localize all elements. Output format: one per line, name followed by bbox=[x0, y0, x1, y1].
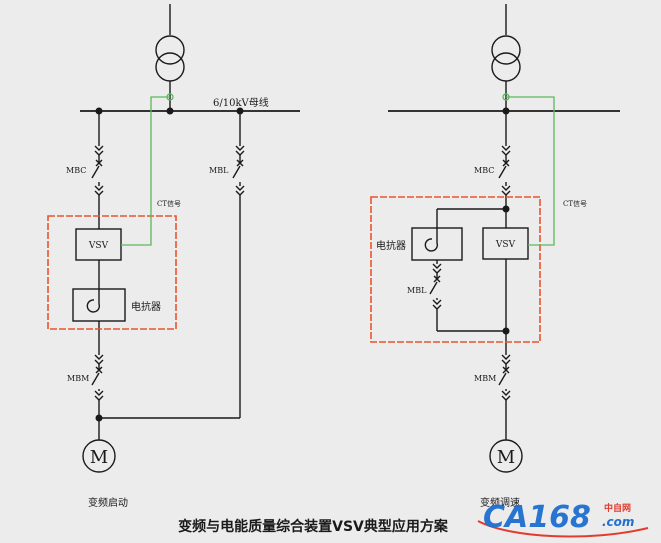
left-mbl-label: MBL bbox=[209, 166, 229, 175]
right-mbm-breaker bbox=[498, 354, 511, 440]
left-ct-signal-label: CT信号 bbox=[157, 199, 181, 208]
right-ct-signal-line bbox=[506, 96, 555, 246]
left-mbl-breaker bbox=[232, 111, 245, 418]
left-vsv-label: VSV bbox=[88, 241, 109, 251]
bus-label: 6/10kV母线 bbox=[213, 96, 269, 109]
right-scheme-caption: 变频调速 bbox=[480, 496, 520, 509]
right-motor bbox=[489, 439, 523, 473]
left-reactor-label: 电抗器 bbox=[131, 300, 161, 313]
diagram-title: 变频与电能质量综合装置VSV典型应用方案 bbox=[178, 518, 449, 535]
right-mbl-breaker bbox=[429, 260, 442, 331]
left-device-panel bbox=[47, 215, 177, 330]
left-mbm-breaker bbox=[91, 354, 104, 440]
right-mbm-label: MBM bbox=[474, 374, 496, 383]
right-transformer bbox=[491, 4, 521, 111]
right-motor-label: M bbox=[497, 447, 515, 468]
right-mbl-label: MBL bbox=[407, 286, 427, 295]
left-mbc-breaker bbox=[91, 111, 104, 229]
watermark-logo: CA168 中自网 .com bbox=[477, 500, 649, 538]
right-mbc-label: MBC bbox=[474, 166, 494, 175]
right-ct-signal-label: CT信号 bbox=[563, 199, 587, 208]
right-reactor-label: 电抗器 bbox=[376, 239, 406, 252]
watermark-domain-text: .com bbox=[602, 515, 634, 529]
right-junction-node bbox=[502, 205, 510, 213]
right-ct-sensor bbox=[502, 93, 510, 101]
left-motor-label: M bbox=[90, 447, 108, 468]
left-junction-node bbox=[95, 414, 103, 422]
watermark-logo-text: CA168 bbox=[483, 500, 591, 535]
left-reactor-icon bbox=[86, 289, 101, 313]
left-ct-signal-line bbox=[121, 96, 170, 246]
left-ct-sensor bbox=[166, 93, 174, 101]
right-vsv-label: VSV bbox=[495, 240, 516, 250]
left-transformer bbox=[155, 4, 185, 111]
right-reactor-icon bbox=[424, 228, 439, 252]
left-mbm-label: MBM bbox=[67, 374, 89, 383]
right-device-panel bbox=[370, 196, 541, 343]
left-motor bbox=[82, 439, 116, 473]
left-bus-node bbox=[166, 107, 174, 115]
left-mbc-label: MBC bbox=[66, 166, 86, 175]
watermark-sub-text: 中自网 bbox=[604, 502, 631, 514]
left-scheme-caption: 变频启动 bbox=[88, 496, 128, 509]
